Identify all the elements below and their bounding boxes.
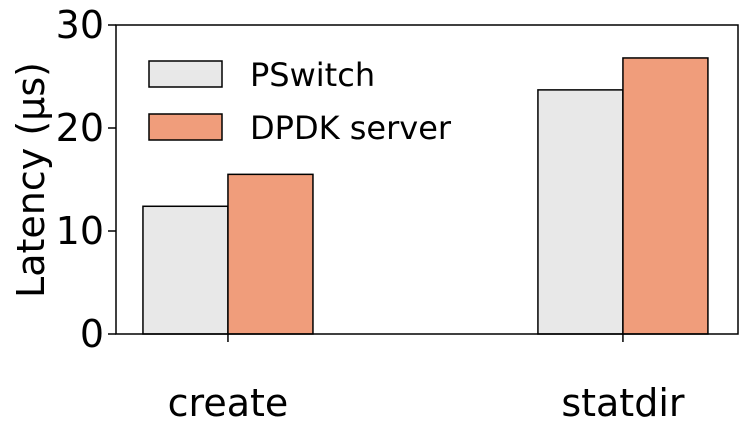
bar-pswitch-create xyxy=(142,205,229,335)
bar-dpdk-server-create xyxy=(227,173,314,335)
y-ticks: 0 10 20 30 xyxy=(56,3,116,356)
bar-dpdk-server-statdir xyxy=(622,57,709,335)
bars xyxy=(142,57,709,335)
plot-frame xyxy=(115,24,739,335)
legend-label: DPDK server xyxy=(250,109,452,147)
y-tick-label: 0 xyxy=(80,312,104,356)
legend-swatch xyxy=(148,113,223,141)
y-axis-label: Latency (µs) xyxy=(9,62,53,298)
legend-label: PSwitch xyxy=(250,56,375,94)
y-tick-label: 10 xyxy=(56,209,104,253)
axes xyxy=(115,24,739,335)
x-category-labels: create statdir xyxy=(168,334,685,425)
bar-pswitch-statdir xyxy=(537,89,624,335)
y-tick-label: 20 xyxy=(56,106,104,150)
legend-item-pswitch: PSwitch xyxy=(148,56,375,94)
y-tick-label: 30 xyxy=(56,3,104,47)
legend-item-dpdk-server: DPDK server xyxy=(148,109,452,147)
x-category-label-statdir: statdir xyxy=(561,381,685,425)
x-category-label-create: create xyxy=(168,381,289,425)
legend-swatch xyxy=(148,60,223,88)
